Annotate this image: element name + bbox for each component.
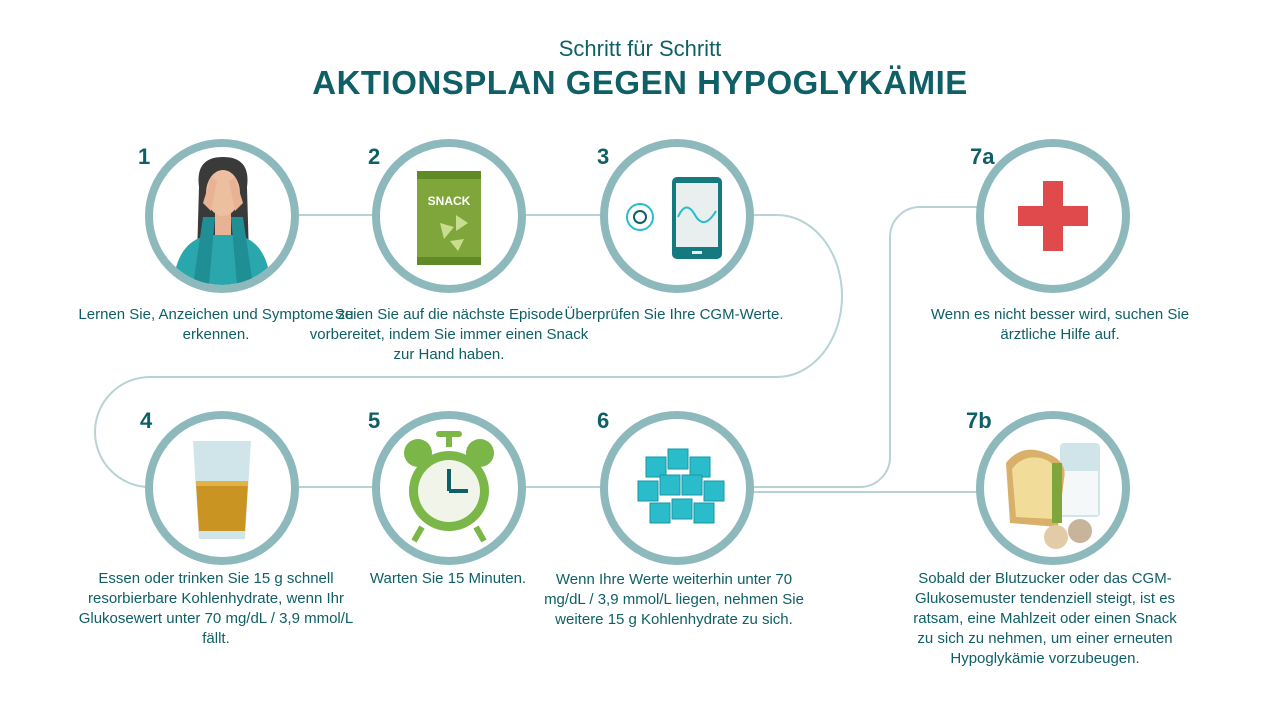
medical-cross-icon <box>1018 181 1088 251</box>
step-3-number: 3 <box>597 144 610 169</box>
step-7a-circle <box>976 139 1130 293</box>
step-1-number: 1 <box>138 144 151 169</box>
step-4-number: 4 <box>140 408 153 433</box>
step-3-circle <box>600 139 754 293</box>
step-7a-number: 7a <box>970 144 995 169</box>
step-7b-circle <box>976 411 1130 565</box>
step-5-description: Warten Sie 15 Minuten. <box>369 570 527 587</box>
step-7a-description: Wenn es nicht besser wird, suchen Sie är… <box>930 306 1190 343</box>
page-title: AKTIONSPLAN GEGEN HYPOGLYKÄMIE <box>312 64 968 101</box>
step-5-number: 5 <box>368 408 381 433</box>
snack-bag-icon <box>417 171 481 265</box>
step-6-description: Wenn Ihre Werte weiterhin unter 70 mg/dL… <box>544 571 804 628</box>
step-7b-number: 7b <box>966 408 992 433</box>
step-4-circle <box>145 411 299 565</box>
alarm-clock-icon <box>404 431 494 543</box>
step-3-description: Überprüfen Sie Ihre CGM-Werte. <box>564 306 784 323</box>
step-1-circle <box>145 139 299 293</box>
connector-6-7a <box>752 206 985 488</box>
step-7b-description: Sobald der Blutzucker oder das CGM-Gluko… <box>913 570 1177 667</box>
worried-woman-icon <box>173 157 271 285</box>
snack-label: SNACK <box>427 194 471 208</box>
step-4-description: Essen oder trinken Sie 15 g schnell reso… <box>78 570 354 647</box>
step-2-description: Seien Sie auf die nächste Episode vorber… <box>309 306 589 363</box>
cgm-phone-icon <box>626 177 722 259</box>
sandwich-milk-icon <box>1006 443 1100 549</box>
step-5-circle <box>372 411 526 565</box>
step-1-description: Lernen Sie, Anzeichen und Symptome zu er… <box>78 306 354 343</box>
step-6-circle <box>600 411 754 565</box>
step-6-number: 6 <box>597 408 610 433</box>
step-2-number: 2 <box>368 144 381 169</box>
step-2-circle: SNACK <box>372 139 526 293</box>
juice-glass-icon <box>193 441 251 539</box>
sugar-cubes-icon <box>637 448 725 524</box>
subtitle: Schritt für Schritt <box>558 36 722 61</box>
connector-3-4 <box>94 214 843 488</box>
